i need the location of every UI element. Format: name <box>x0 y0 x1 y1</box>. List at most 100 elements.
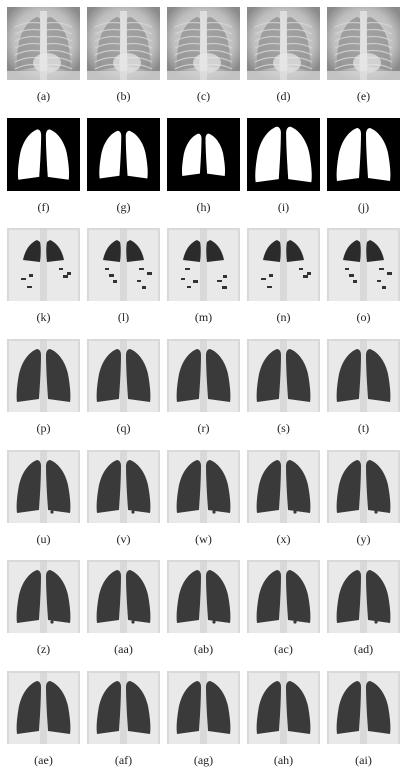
segmentation-result-image <box>7 228 80 301</box>
segmentation-result-image <box>7 671 80 744</box>
panel-caption: (d) <box>276 89 291 103</box>
segmentation-result-image <box>7 339 80 412</box>
segmentation-result-image <box>247 560 320 633</box>
panel-caption: (ai) <box>355 753 372 767</box>
panel-caption: (n) <box>276 310 291 324</box>
segmentation-result-image <box>167 228 240 301</box>
figure-panel: (h) <box>167 118 240 224</box>
panel-caption: (b) <box>116 89 131 103</box>
figure-panel: (s) <box>247 339 320 445</box>
figure-panel: (z) <box>7 560 80 666</box>
chest-xray-image <box>327 7 400 80</box>
figure-panel: (c) <box>167 7 240 113</box>
figure-panel: (k) <box>7 228 80 334</box>
lung-mask-image <box>327 118 400 191</box>
figure-panel: (ae) <box>7 671 80 777</box>
segmentation-result-image <box>167 671 240 744</box>
figure-panel: (u) <box>7 450 80 556</box>
segmentation-result-image <box>167 339 240 412</box>
panel-caption: (ad) <box>353 642 374 656</box>
panel-caption: (x) <box>276 532 291 546</box>
panel-caption: (ah) <box>273 753 294 767</box>
figure-panel: (f) <box>7 118 80 224</box>
figure-panel: (m) <box>167 228 240 334</box>
segmentation-result-image <box>167 560 240 633</box>
figure-panel: (p) <box>7 339 80 445</box>
figure-panel: (af) <box>87 671 160 777</box>
segmentation-result-image <box>87 671 160 744</box>
panel-caption: (z) <box>36 642 51 656</box>
segmentation-result-image <box>87 339 160 412</box>
panel-caption: (s) <box>277 421 290 435</box>
figure-panel: (a) <box>7 7 80 113</box>
figure-panel: (w) <box>167 450 240 556</box>
chest-xray-image <box>167 7 240 80</box>
panel-caption: (w) <box>195 532 212 546</box>
figure-panel: (i) <box>247 118 320 224</box>
segmentation-result-image <box>7 560 80 633</box>
figure-panel: (ai) <box>327 671 400 777</box>
segmentation-result-image <box>327 671 400 744</box>
figure-panel: (o) <box>327 228 400 334</box>
figure-panel: (x) <box>247 450 320 556</box>
figure-panel: (b) <box>87 7 160 113</box>
panel-caption: (ab) <box>193 642 214 656</box>
segmentation-result-image <box>247 228 320 301</box>
panel-caption: (j) <box>357 200 370 214</box>
chest-xray-image <box>87 7 160 80</box>
figure-panel: (r) <box>167 339 240 445</box>
panel-caption: (y) <box>356 532 371 546</box>
figure-panel: (ag) <box>167 671 240 777</box>
segmentation-result-image <box>247 671 320 744</box>
panel-caption: (q) <box>116 421 131 435</box>
panel-caption: (ac) <box>274 642 293 656</box>
lung-mask-image <box>7 118 80 191</box>
chest-xray-image <box>7 7 80 80</box>
panel-caption: (aa) <box>114 642 133 656</box>
panel-caption: (c) <box>196 89 211 103</box>
segmentation-result-image <box>87 560 160 633</box>
segmentation-result-image <box>7 450 80 523</box>
panel-caption: (e) <box>356 89 371 103</box>
panel-caption: (h) <box>196 200 211 214</box>
lung-mask-image <box>167 118 240 191</box>
panel-caption: (t) <box>357 421 370 435</box>
chest-xray-image <box>247 7 320 80</box>
panel-caption: (g) <box>116 200 131 214</box>
panel-caption: (o) <box>356 310 371 324</box>
panel-caption: (p) <box>36 421 51 435</box>
panel-caption: (ag) <box>193 753 214 767</box>
panel-caption: (ae) <box>34 753 53 767</box>
segmentation-result-image <box>87 450 160 523</box>
panel-caption: (r) <box>197 421 210 435</box>
figure-panel: (v) <box>87 450 160 556</box>
figure-panel: (n) <box>247 228 320 334</box>
panel-caption: (l) <box>117 310 130 324</box>
figure-panel: (ad) <box>327 560 400 666</box>
panel-caption: (v) <box>116 532 131 546</box>
figure-panel: (q) <box>87 339 160 445</box>
figure-panel: (d) <box>247 7 320 113</box>
panel-caption: (u) <box>36 532 51 546</box>
segmentation-result-image <box>327 450 400 523</box>
segmentation-result-image <box>247 450 320 523</box>
panel-caption: (k) <box>36 310 51 324</box>
figure-panel: (y) <box>327 450 400 556</box>
lung-mask-image <box>87 118 160 191</box>
figure-panel: (t) <box>327 339 400 445</box>
panel-caption: (f) <box>37 200 50 214</box>
segmentation-result-image <box>87 228 160 301</box>
segmentation-result-image <box>167 450 240 523</box>
figure-panel: (l) <box>87 228 160 334</box>
figure-panel: (g) <box>87 118 160 224</box>
lung-mask-image <box>247 118 320 191</box>
panel-caption: (m) <box>194 310 213 324</box>
segmentation-result-image <box>327 560 400 633</box>
figure-panel: (ah) <box>247 671 320 777</box>
segmentation-result-image <box>327 339 400 412</box>
panel-caption: (i) <box>277 200 290 214</box>
panel-caption: (a) <box>36 89 51 103</box>
figure-panel: (e) <box>327 7 400 113</box>
figure-panel: (j) <box>327 118 400 224</box>
